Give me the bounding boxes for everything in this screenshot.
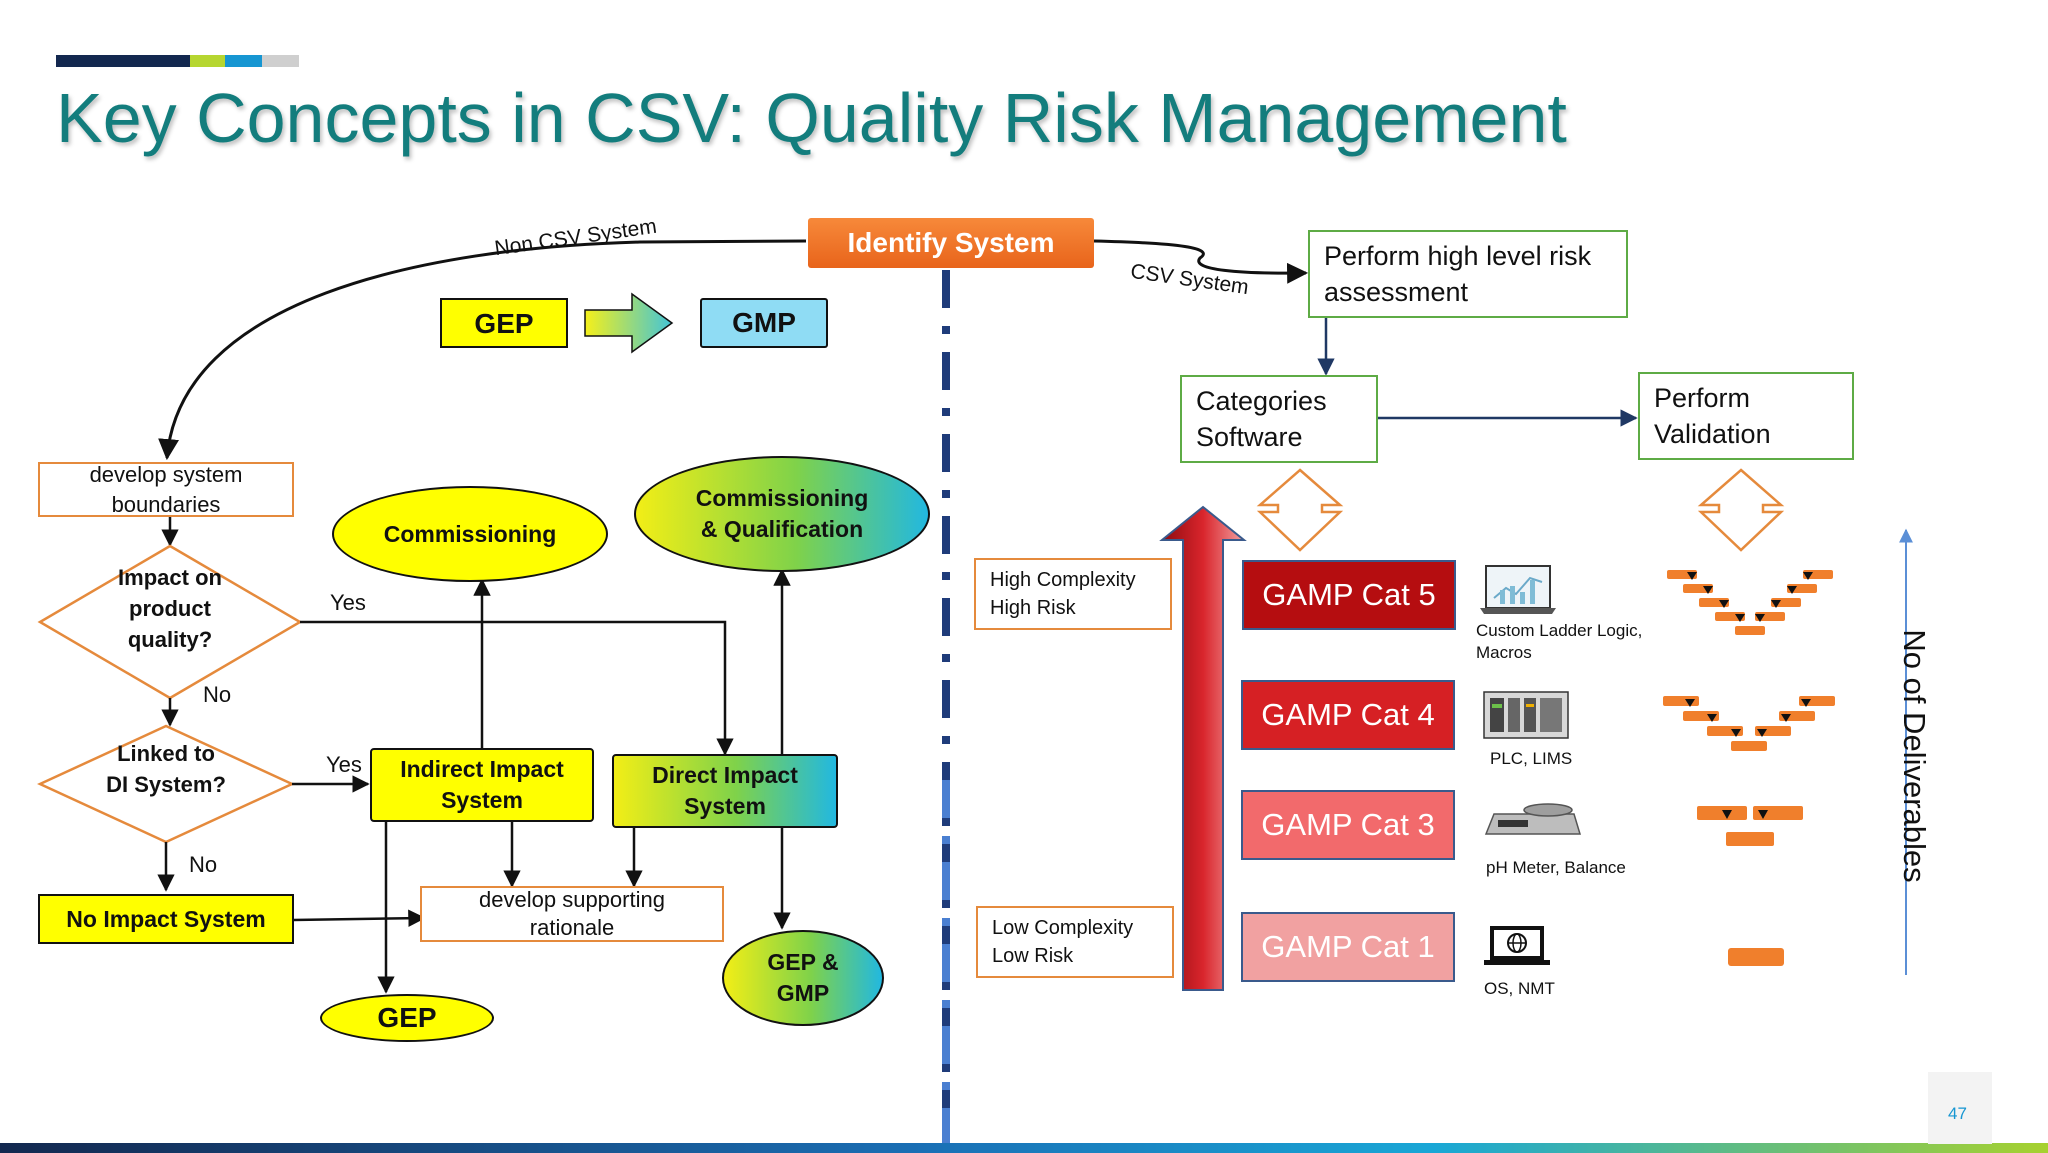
deliverables-cat5 (1667, 570, 1833, 635)
footer-bar (0, 1143, 2048, 1153)
gamp-cat4-box: GAMP Cat 4 (1241, 680, 1455, 750)
gep-bottom-ellipse: GEP (320, 994, 494, 1042)
identify-system-box: Identify System (808, 218, 1094, 268)
rationale-box: develop supporting rationale (420, 886, 724, 942)
gep-gmp-ellipse: GEP & GMP (722, 930, 884, 1026)
deliverables-cat1 (1728, 948, 1784, 966)
rationale-label: develop supporting rationale (479, 887, 665, 940)
perform-validation-label: Perform Validation (1654, 383, 1771, 449)
develop-boundaries-box: develop system boundaries (38, 462, 294, 517)
develop-boundaries-label: develop system boundaries (89, 461, 243, 517)
identify-system-label: Identify System (847, 227, 1055, 258)
no-impact-box: No Impact System (38, 894, 294, 944)
impact-yes-label: Yes (330, 590, 366, 615)
direct-impact-label: Direct Impact System (652, 762, 798, 819)
gamp-cat1-label: GAMP Cat 1 (1261, 929, 1435, 964)
gamp-cat5-label: GAMP Cat 5 (1262, 577, 1436, 612)
gamp-cat4-label: GAMP Cat 4 (1261, 697, 1435, 732)
gep-top-box: GEP (440, 298, 568, 348)
perform-validation-box: Perform Validation (1638, 372, 1854, 460)
linked-no-label: No (189, 852, 218, 877)
gmp-top-box: GMP (700, 298, 828, 348)
direct-impact-box: Direct Impact System (612, 754, 838, 828)
gep-to-gmp-arrow (584, 292, 674, 354)
gep-gmp-label: GEP & GMP (767, 949, 839, 1006)
deliverables-cat3 (1697, 806, 1803, 846)
risk-assessment-box: Perform high level risk assessment (1308, 230, 1628, 318)
page-title: Key Concepts in CSV: Quality Risk Manage… (56, 79, 1567, 157)
gmp-top-label: GMP (732, 307, 796, 338)
risk-assessment-label: Perform high level risk assessment (1324, 241, 1592, 307)
commissioning-label: Commissioning (383, 520, 557, 547)
indirect-impact-label: Indirect Impact System (400, 756, 564, 813)
low-complexity-box: Low Complexity Low Risk (976, 906, 1174, 978)
commissioning-ellipse: Commissioning (332, 486, 608, 582)
page-number: 47 (1948, 1104, 1967, 1123)
deliverables-axis-label: No of Deliverables (1897, 629, 1932, 883)
cat1-example-label: OS, NMT (1484, 979, 1555, 998)
gamp-cat3-box: GAMP Cat 3 (1241, 790, 1455, 860)
no-impact-label: No Impact System (66, 905, 266, 932)
linked-question-label: Linked to DI System? (106, 741, 226, 797)
gamp-cat1-box: GAMP Cat 1 (1241, 912, 1455, 982)
plc-icon (1483, 691, 1569, 739)
indirect-impact-box: Indirect Impact System (370, 748, 594, 822)
high-complexity-label: High Complexity High Risk (990, 569, 1136, 619)
double-arrow-left (1256, 468, 1344, 552)
gamp-cat5-box: GAMP Cat 5 (1242, 560, 1456, 630)
cq-label: Commissioning & Qualification (695, 485, 869, 542)
linked-yes-label: Yes (326, 752, 362, 777)
categories-software-label: Categories Software (1196, 386, 1327, 452)
cat5-example-label: Custom Ladder Logic, Macros (1476, 621, 1643, 662)
high-complexity-box: High Complexity High Risk (974, 558, 1172, 630)
laptop-globe-icon (1484, 926, 1550, 965)
categories-software-box: Categories Software (1180, 375, 1378, 463)
gep-top-label: GEP (474, 307, 534, 339)
cat3-example-label: pH Meter, Balance (1486, 858, 1626, 877)
double-arrow-right (1697, 468, 1785, 552)
low-complexity-label: Low Complexity Low Risk (992, 917, 1134, 967)
cat4-example-label: PLC, LIMS (1490, 749, 1573, 768)
impact-question-label: Impact on product quality? (118, 565, 222, 652)
cq-ellipse: Commissioning & Qualification (634, 456, 930, 572)
impact-no-label: No (203, 682, 232, 707)
complexity-arrow (1159, 505, 1247, 991)
gamp-cat3-label: GAMP Cat 3 (1261, 807, 1435, 842)
laptop-chart-icon (1480, 565, 1556, 614)
gep-bottom-label: GEP (377, 1002, 437, 1033)
balance-icon (1484, 803, 1582, 835)
